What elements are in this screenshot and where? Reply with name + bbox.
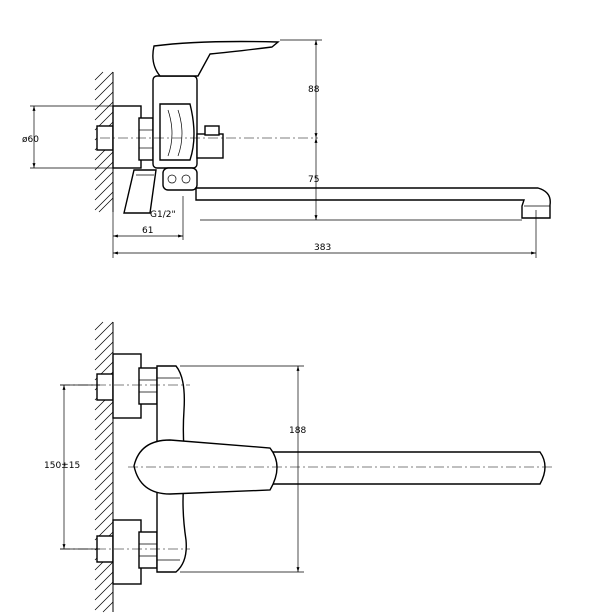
diverter-cap bbox=[204, 125, 220, 136]
spout-swivel bbox=[162, 167, 198, 191]
dim-spout-height-label: 75 bbox=[308, 175, 319, 185]
thread-label: G1/2" bbox=[150, 210, 176, 220]
dim-outlet-diameter: ø60 bbox=[22, 105, 113, 169]
dim-wall-offset: 61 bbox=[112, 196, 184, 240]
front-view: 188 150±15 bbox=[44, 321, 555, 613]
dim-body-height-label: 188 bbox=[289, 426, 306, 436]
dim-wall-offset-label: 61 bbox=[142, 226, 153, 236]
dim-outlet-diameter-label: ø60 bbox=[22, 135, 39, 145]
dim-total-length-label: 383 bbox=[314, 243, 331, 253]
dim-connection-spacing-label: 150±15 bbox=[44, 461, 80, 471]
upper-nut bbox=[138, 367, 158, 405]
side-elevation-view: 88 75 ø60 G1/2" 61 383 bbox=[22, 39, 551, 258]
dim-top-height-label: 88 bbox=[308, 85, 320, 95]
spout bbox=[195, 187, 551, 219]
lever-handle bbox=[152, 40, 280, 77]
upper-flange bbox=[112, 353, 142, 419]
dim-total-length: 383 bbox=[112, 210, 537, 258]
wall-hatch-bottom bbox=[94, 321, 114, 613]
lower-nut bbox=[138, 531, 158, 569]
dim-top-height: 88 bbox=[280, 39, 322, 138]
lower-flange bbox=[112, 519, 142, 585]
wall-flange bbox=[112, 105, 142, 169]
dim-connection-spacing: 150±15 bbox=[44, 384, 100, 550]
dim-body-height: 188 bbox=[180, 365, 306, 573]
diverter-knob bbox=[196, 133, 224, 159]
connection-nut bbox=[138, 117, 154, 161]
spout-front bbox=[269, 451, 546, 485]
thread-fitting bbox=[123, 169, 157, 214]
dim-spout-height: 75 bbox=[200, 138, 522, 221]
upper-pipe bbox=[96, 373, 114, 401]
cartridge-housing bbox=[159, 103, 195, 161]
